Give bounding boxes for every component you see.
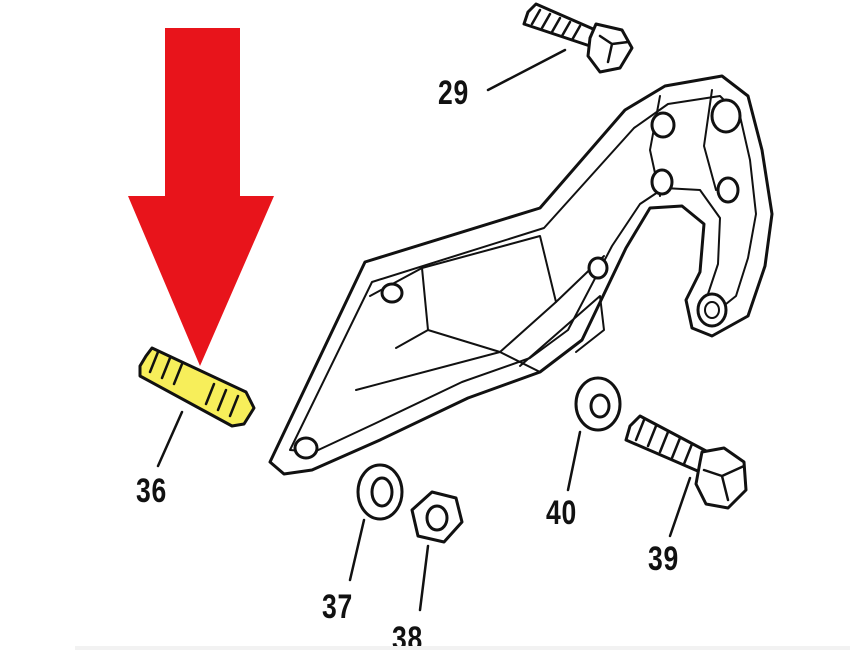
- callout-37: 37: [322, 588, 354, 626]
- callout-39: 39: [648, 540, 680, 578]
- bolt-39: [624, 414, 748, 538]
- nut-38: [410, 490, 464, 612]
- callout-36: 36: [136, 472, 168, 510]
- callout-29: 29: [438, 74, 470, 112]
- stud-36: [138, 346, 256, 468]
- mounting-bracket: [268, 74, 774, 476]
- red-arrow-icon: [128, 28, 274, 366]
- bolt-29: [486, 2, 634, 92]
- callout-40: 40: [546, 494, 578, 532]
- washer-37: [348, 463, 404, 582]
- bottom-divider: [75, 646, 850, 650]
- washer-40: [566, 376, 622, 492]
- callout-38: 38: [392, 620, 424, 650]
